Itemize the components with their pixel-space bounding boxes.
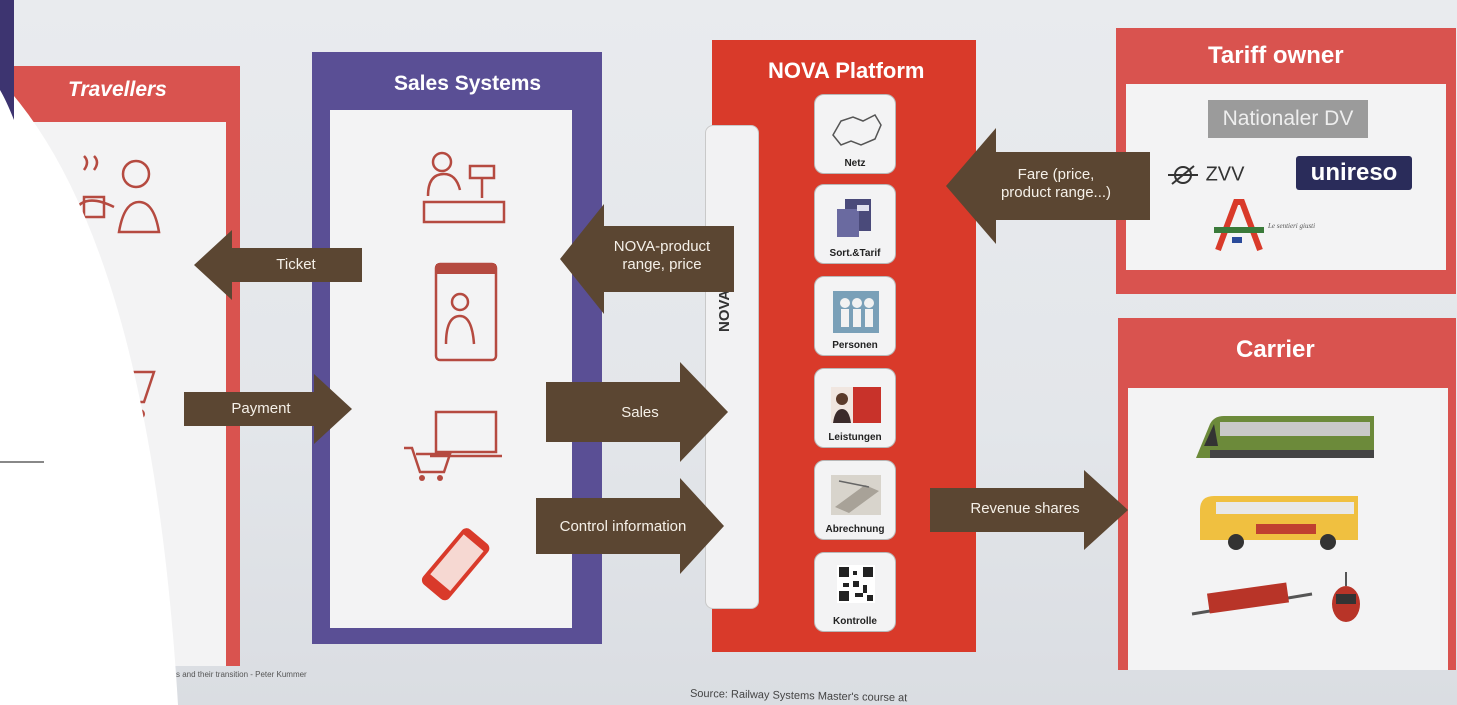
cog-railway-icon xyxy=(1191,582,1313,616)
control-information-arrow-label: Control information xyxy=(559,518,687,535)
mobile-phone-icon xyxy=(421,528,490,601)
sales-systems-box: Sales Systems xyxy=(312,52,602,644)
nova-product-line1: NOVA-product xyxy=(613,238,711,255)
a-letter-logo-icon xyxy=(1214,199,1264,252)
footer-source: Source: Railway Systems Master's course … xyxy=(689,687,908,705)
sales-arrow-label: Sales xyxy=(621,404,659,421)
tile-label-sort-tarif: Sort.&Tarif xyxy=(829,248,881,259)
tile-label-abrechnung: Abrechnung xyxy=(825,524,885,535)
payment-arrow xyxy=(184,374,352,444)
tariff-owner-title: Tariff owner xyxy=(1208,42,1344,69)
a-tariff-logo: Le sentieri giusti xyxy=(1210,196,1350,256)
fare-arrow-label: Fare (price, product range...) xyxy=(966,166,1146,202)
accounting-photo-icon xyxy=(831,475,881,515)
nova-product-arrow xyxy=(560,204,734,314)
nationaler-dv-logo: Nationaler DV xyxy=(1208,100,1368,138)
ticket-arrow-label: Ticket xyxy=(276,256,316,273)
counter-clerk-icon xyxy=(422,151,506,224)
train-icon xyxy=(1196,416,1374,458)
divider-line xyxy=(0,461,44,463)
nova-platform-title: NOVA Platform xyxy=(768,58,925,83)
revenue-shares-arrow xyxy=(930,470,1128,550)
revenue-shares-arrow-label: Revenue shares xyxy=(970,500,1080,517)
nova-product-arrow-label: NOVA-product range, price xyxy=(592,238,732,274)
a-logo-tagline: Le sentieri giusti xyxy=(1268,222,1316,230)
nova-product-line2: range, price xyxy=(622,256,702,273)
fare-line2: product range...) xyxy=(1000,184,1112,201)
fare-line1: Fare (price, xyxy=(1017,166,1095,183)
zvv-logo: ZVV xyxy=(1166,162,1244,188)
ticket-arrow xyxy=(194,230,362,300)
tile-label-kontrolle: Kontrolle xyxy=(833,616,877,627)
footer-credit: s and their transition - Peter Kummer xyxy=(176,670,307,679)
foreground-overlay xyxy=(0,0,178,705)
bus-icon xyxy=(1200,496,1358,550)
tile-label-personen: Personen xyxy=(832,340,878,351)
tile-kontrolle: Kontrolle xyxy=(814,552,896,632)
control-information-arrow xyxy=(536,478,724,574)
sales-arrow xyxy=(546,362,728,462)
tile-label-leistungen: Leistungen xyxy=(828,432,882,443)
documents-icon xyxy=(837,199,871,237)
zvv-mark-icon xyxy=(1168,165,1198,185)
gondola-icon xyxy=(1332,572,1360,622)
tile-label-netz: Netz xyxy=(844,158,866,169)
tile-personen: Personen xyxy=(814,276,896,356)
zvv-logo-text: ZVV xyxy=(1205,163,1245,186)
tile-abrechnung: Abrechnung xyxy=(814,460,896,540)
carrier-title: Carrier xyxy=(1236,336,1315,363)
tile-netz: Netz xyxy=(814,94,896,174)
tile-sort-tarif: Sort.&Tarif xyxy=(814,184,896,264)
travellers-title: Travellers xyxy=(68,78,167,101)
online-shop-icon xyxy=(404,410,502,481)
unireso-logo: unireso xyxy=(1296,156,1412,190)
sales-systems-title: Sales Systems xyxy=(394,72,542,95)
payment-arrow-label: Payment xyxy=(231,400,291,417)
qr-code-icon xyxy=(837,565,875,603)
tile-leistungen: Leistungen xyxy=(814,368,896,448)
sales-systems-panel xyxy=(330,110,572,628)
ticket-machine-icon xyxy=(434,262,498,362)
fare-arrow xyxy=(946,128,1150,244)
person-photo-icon xyxy=(831,387,881,423)
people-icon xyxy=(833,291,879,333)
switzerland-map-icon xyxy=(832,114,882,146)
carrier-box: Carrier xyxy=(1118,318,1456,670)
